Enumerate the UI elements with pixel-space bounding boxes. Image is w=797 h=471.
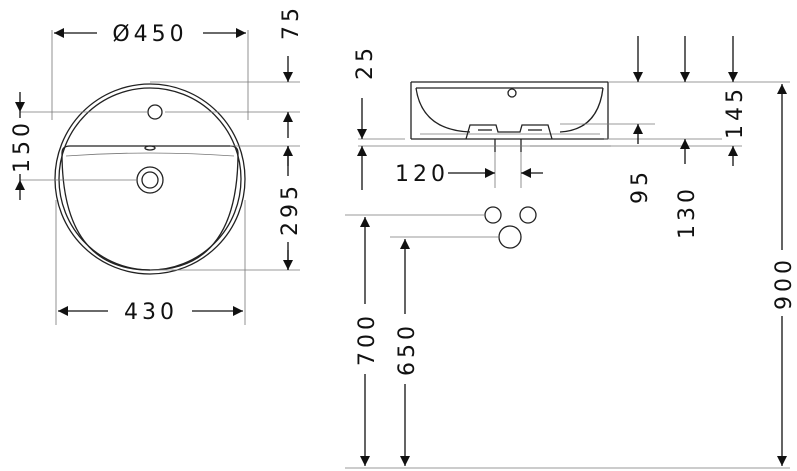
dim-waste-spacing-label: 120	[395, 162, 449, 187]
dim-basin-height-label: 145	[723, 85, 748, 139]
dimension-waste-spacing: 120	[395, 162, 543, 187]
dimension-basin-height: 145	[722, 36, 748, 166]
dim-waste-outlet-height-label: 650	[395, 322, 420, 376]
dim-rim-height-label: 75	[279, 4, 304, 40]
dimension-width: 430	[58, 298, 243, 325]
dim-tap-offset-label: 150	[10, 119, 35, 173]
dimension-waste-outlet-height: 650	[394, 239, 420, 466]
dim-base-offset-label: 130	[675, 185, 700, 239]
dimension-supply-height: 700	[354, 217, 380, 466]
dimension-waste-height: 95	[628, 36, 653, 204]
dimension-rim-height: 75	[279, 4, 304, 138]
side-view: 25 120 95 130 145	[345, 36, 797, 469]
dim-diameter-label: Ø450	[112, 22, 187, 47]
basin-side-outline	[410, 81, 609, 152]
dimension-base-offset: 130	[675, 36, 700, 239]
basin-outline	[54, 83, 246, 275]
dimension-bowl-depth: 295	[276, 146, 303, 270]
dim-bowl-depth-label: 295	[278, 182, 303, 236]
dimension-overall-height: 900	[771, 84, 797, 466]
dimension-tap-offset: 150	[9, 92, 35, 200]
drain-icon	[136, 166, 164, 194]
dim-rim-thickness-label: 25	[353, 44, 378, 80]
supply-left-icon	[484, 206, 502, 224]
tap-hole	[147, 104, 163, 120]
dim-supply-height-label: 700	[355, 312, 380, 366]
dim-overall-height-label: 900	[772, 256, 797, 310]
dimension-diameter: Ø450	[54, 20, 246, 47]
dimension-rim-thickness: 25	[353, 44, 378, 190]
supply-right-icon	[519, 206, 537, 224]
dim-waste-height-label: 95	[628, 168, 653, 204]
waste-outlet-icon	[498, 225, 522, 249]
connections	[484, 206, 537, 249]
tap-hole-side	[507, 88, 517, 98]
plan-view: Ø450 75 150 295 430	[9, 4, 304, 325]
dim-width-label: 430	[124, 300, 178, 325]
